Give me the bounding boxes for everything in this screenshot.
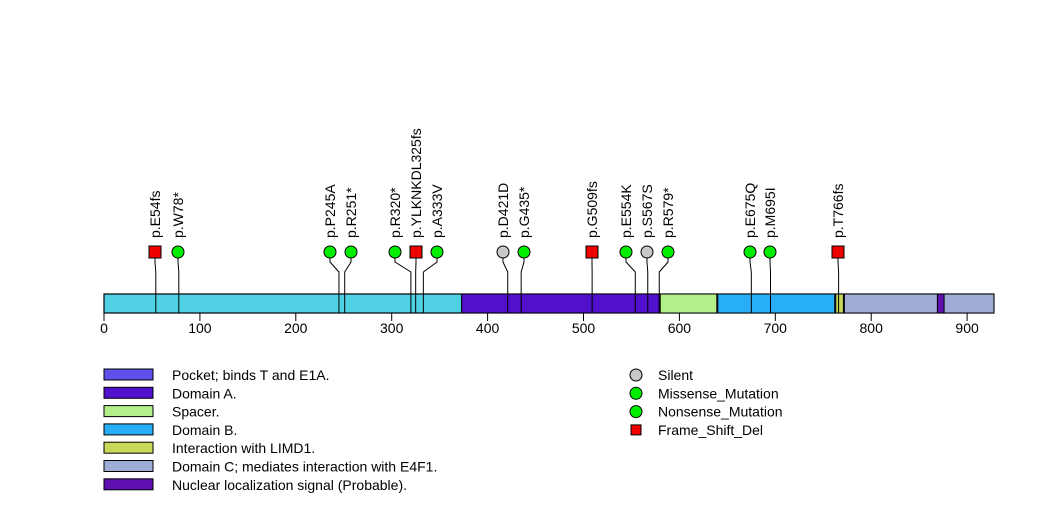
mutation-label: p.M695I xyxy=(762,187,778,238)
mutation-marker-square xyxy=(409,245,423,259)
mutation-label: p.G435* xyxy=(516,186,532,238)
mutation-label: p.S567S xyxy=(639,184,655,238)
legend-label: Pocket; binds T and E1A. xyxy=(172,367,329,383)
x-tick-label: 100 xyxy=(188,320,212,336)
legend-label: Spacer. xyxy=(172,404,219,420)
mutation-label: p.P245A xyxy=(322,184,338,238)
legend-label: Domain C; mediates interaction with E4F1… xyxy=(172,459,437,475)
mutation-label: p.R320* xyxy=(387,187,403,238)
x-tick-label: 200 xyxy=(284,320,308,336)
x-tick-label: 900 xyxy=(955,320,979,336)
mutation-marker-square xyxy=(148,245,162,259)
mutation-label: p.R251* xyxy=(343,187,359,238)
mutation-label: p.A333V xyxy=(429,184,445,238)
mutation-marker-square xyxy=(585,245,599,259)
mutation-marker-circle xyxy=(344,245,358,259)
mutation-stem xyxy=(769,252,772,313)
mutation-marker-circle xyxy=(640,245,654,259)
mutation-marker-circle xyxy=(517,245,531,259)
x-tick-label: 800 xyxy=(860,320,884,336)
legend-label: Nuclear localization signal (Probable). xyxy=(172,477,407,493)
mutation-marker-circle xyxy=(763,245,777,259)
legend-swatch xyxy=(103,478,154,491)
mutation-marker-circle xyxy=(743,245,757,259)
legend-marker-square xyxy=(630,424,642,436)
mutation-marker-circle xyxy=(661,245,675,259)
mutation-marker-circle xyxy=(619,245,633,259)
legend-type-label: Missense_Mutation xyxy=(658,385,779,401)
legend-swatch xyxy=(103,405,154,418)
x-tick-label: 300 xyxy=(380,320,404,336)
legend-type-label: Nonsense_Mutation xyxy=(658,404,783,420)
x-tick-label: 600 xyxy=(668,320,692,336)
mutation-marker-circle xyxy=(388,245,402,259)
mutation-label: p.E675Q xyxy=(742,183,758,238)
legend-label: Domain A. xyxy=(172,385,237,401)
mutation-marker-square xyxy=(831,245,845,259)
domain-4 xyxy=(835,293,844,314)
legend-swatch xyxy=(103,386,154,399)
mutation-label: p.D421D xyxy=(495,183,511,238)
legend-swatch xyxy=(103,423,154,436)
legend-marker-circle xyxy=(629,386,643,400)
domain-6 xyxy=(936,293,945,314)
legend-swatch xyxy=(103,368,154,381)
mutation-label: p.E554K xyxy=(618,184,634,238)
mutation-marker-circle xyxy=(171,245,185,259)
x-tick-label: 700 xyxy=(764,320,788,336)
legend-type-label: Frame_Shift_Del xyxy=(658,422,763,438)
x-tick-label: 400 xyxy=(476,320,500,336)
domain-3 xyxy=(717,293,836,314)
legend-type-label: Silent xyxy=(658,367,693,383)
legend-swatch xyxy=(103,460,154,472)
domain-2 xyxy=(659,293,718,314)
legend-label: Domain B. xyxy=(172,422,237,438)
mutation-marker-circle xyxy=(496,245,510,259)
legend-swatch xyxy=(103,441,154,454)
mutation-label: p.R579* xyxy=(660,187,676,238)
mutation-label: p.W78* xyxy=(170,192,186,238)
legend-label: Interaction with LIMD1. xyxy=(172,440,315,456)
legend-marker-circle xyxy=(629,368,643,382)
x-tick-label: 0 xyxy=(100,320,108,336)
mutation-marker-circle xyxy=(323,245,337,259)
x-tick-label: 500 xyxy=(572,320,596,336)
mutation-label: p.YLKNKDL325fs xyxy=(408,128,424,238)
mutation-label: p.T766fs xyxy=(830,184,846,238)
legend-marker-circle xyxy=(629,405,643,419)
mutation-marker-circle xyxy=(430,245,444,259)
domain-1 xyxy=(461,293,660,314)
domain-5 xyxy=(843,293,995,314)
mutation-label: p.G509fs xyxy=(584,181,600,238)
mutation-label: p.E54fs xyxy=(147,191,163,238)
